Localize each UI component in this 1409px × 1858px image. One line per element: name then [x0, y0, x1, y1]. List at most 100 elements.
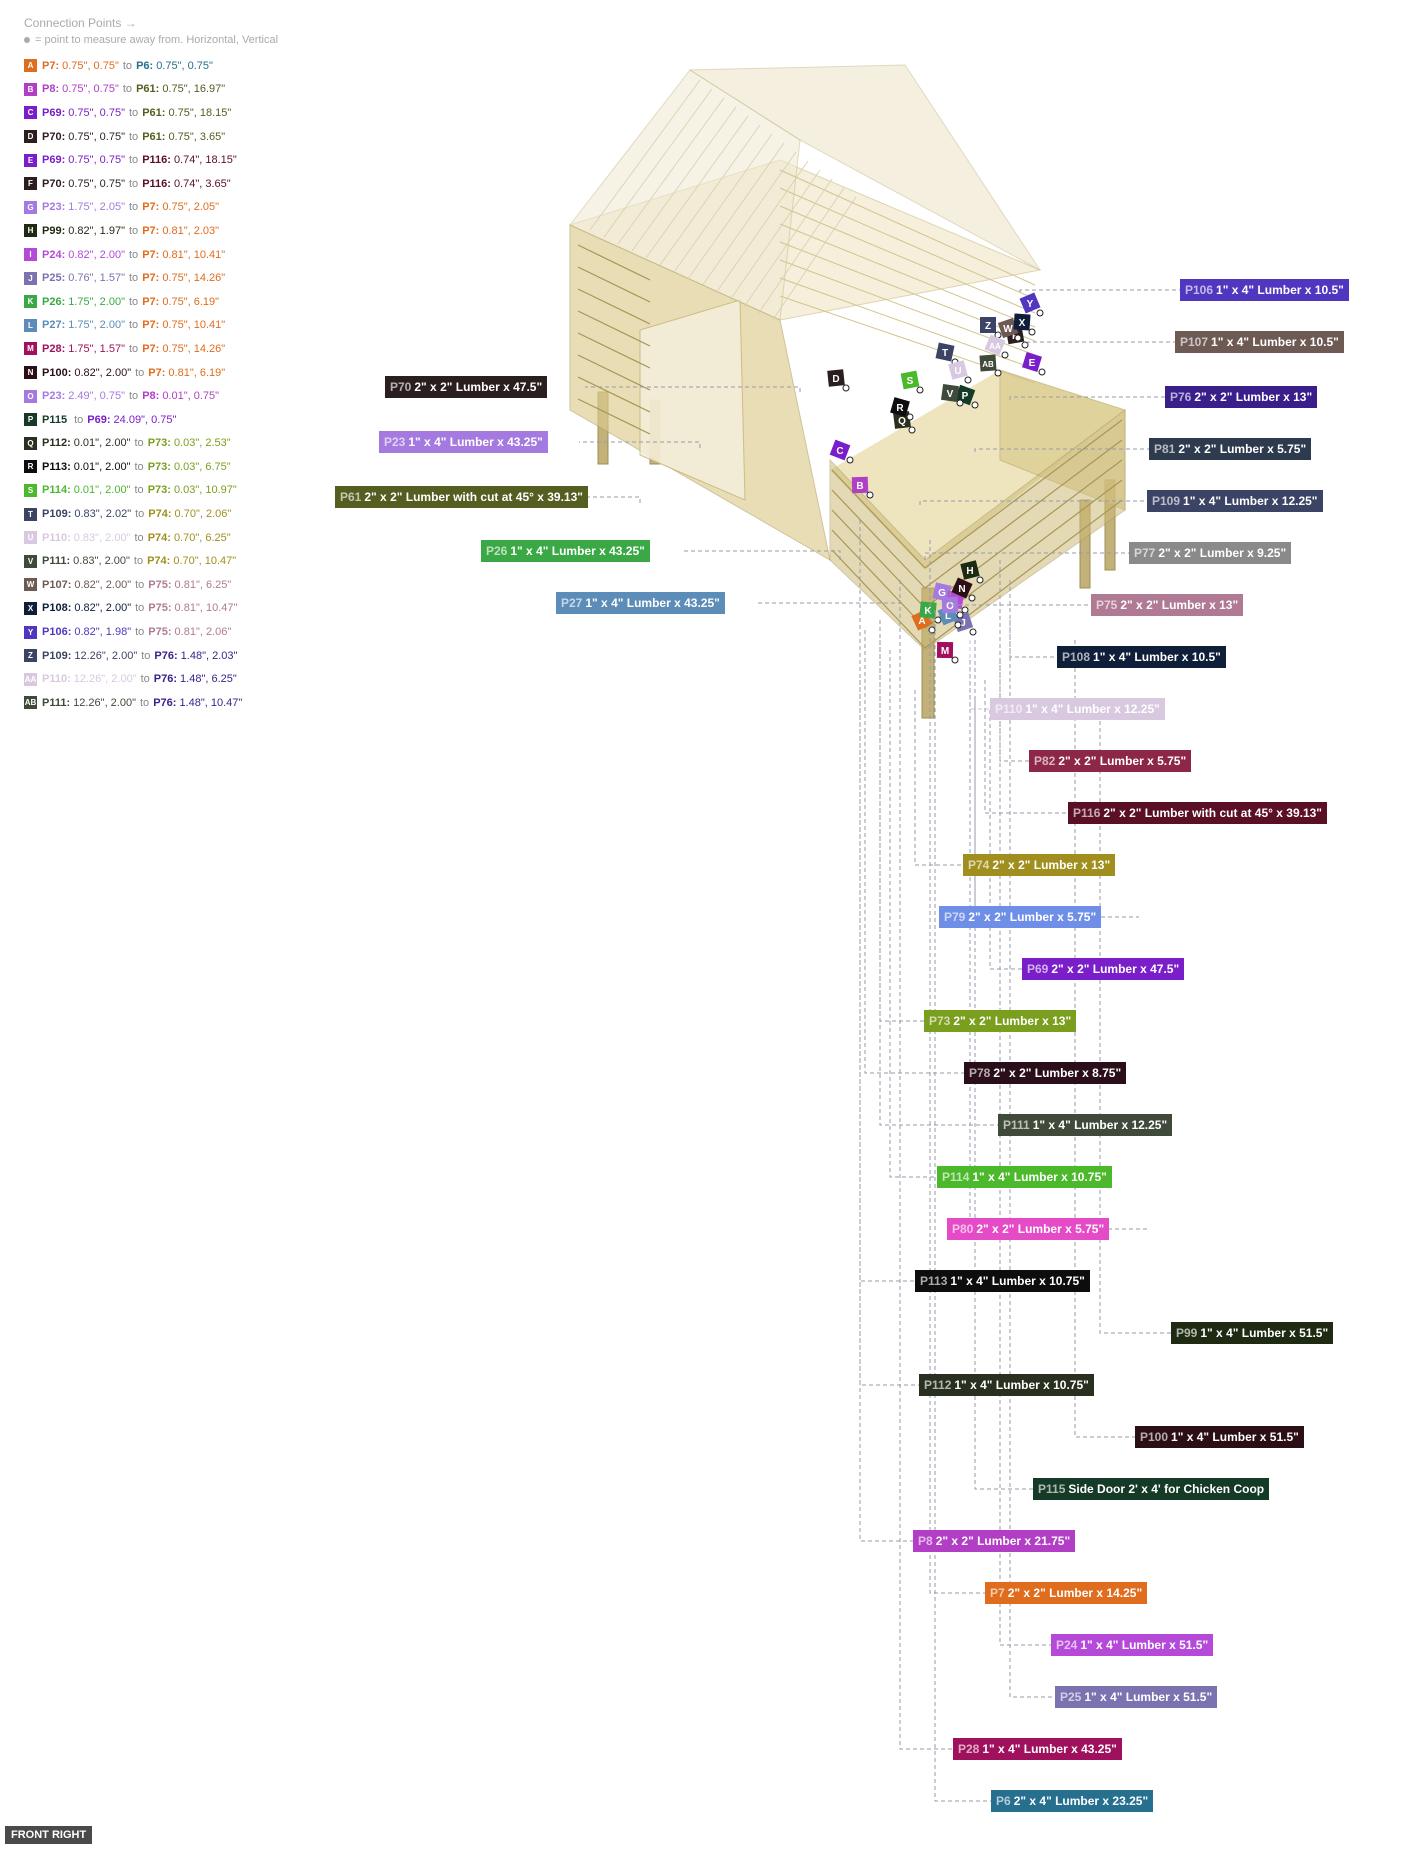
part-description: 2" x 2" Lumber x 5.75" [1178, 442, 1307, 456]
connection-marker-badge [960, 560, 980, 580]
legend-badge: O [24, 389, 37, 403]
connection-marker: B [851, 476, 874, 499]
connection-marker-badge [1019, 292, 1041, 314]
part-id: P78 [969, 1066, 991, 1080]
legend-from-part: P115 [42, 413, 68, 426]
legend-to-part: P75: [148, 602, 172, 615]
leader-line [914, 690, 963, 866]
connection-marker-letter: R [896, 403, 904, 414]
slat [779, 277, 1036, 370]
part-description: 1" x 4" Lumber x 51.5" [1084, 1690, 1213, 1704]
legend-from-value: 0.75", 0.75" [68, 154, 125, 167]
slat [577, 332, 651, 369]
slat [701, 151, 797, 287]
connection-marker-letter: D [832, 374, 839, 385]
slat [577, 266, 651, 303]
legend-from-part: P27: [42, 319, 66, 332]
connection-marker-badge [932, 582, 952, 602]
measure-point-dot-icon [24, 37, 30, 43]
leader-line [879, 620, 924, 1022]
part-id: P7 [990, 1586, 1005, 1600]
part-description: 2" x 2" Lumber x 13" [1194, 390, 1313, 404]
legend-to-word: to [135, 602, 145, 615]
legend-from-value: 12.26", 2.00" [74, 649, 138, 662]
slat [831, 469, 926, 569]
connection-marker-letter: AA [989, 342, 1001, 351]
part-id: P24 [1056, 1638, 1078, 1652]
legend-from-part: P70: [42, 177, 66, 190]
legend-badge: K [24, 295, 37, 309]
slat [729, 169, 821, 301]
part-id: P76 [1170, 390, 1192, 404]
slat [924, 439, 1123, 589]
legend-badge: F [24, 177, 37, 191]
part-description: 2" x 2" Lumber x 8.75" [993, 1066, 1122, 1080]
connection-marker-badge [940, 383, 960, 403]
connection-marker-letter: O [946, 601, 954, 612]
inner-panel [639, 299, 746, 501]
legend-to-word: to [134, 437, 144, 450]
measure-point-dot [1028, 328, 1036, 336]
part-id: P100 [1140, 1430, 1169, 1444]
slat [831, 529, 926, 629]
legend-to-word: to [135, 366, 145, 379]
legend-to-value: 0.74", 18.15" [173, 154, 237, 167]
connection-marker: AA [984, 334, 1009, 359]
slat [577, 376, 651, 413]
leader-line [924, 552, 1129, 560]
connection-marker-badge [919, 601, 937, 619]
legend-badge: P [24, 413, 37, 427]
connection-marker: Y [1019, 292, 1044, 317]
slat [577, 398, 651, 435]
part-description: 1" x 4" Lumber x 51.5" [1200, 1326, 1329, 1340]
measure-point-dot [842, 384, 850, 392]
legend-from-part: P110: [42, 531, 71, 544]
slat [831, 489, 926, 589]
part-id: P110 [995, 702, 1023, 716]
part-description: 2" x 2" Lumber x 5.75" [976, 1222, 1105, 1236]
part-description: 2" x 2" Lumber x 21.75" [935, 1534, 1071, 1548]
slat [577, 354, 651, 391]
leader-line [1009, 580, 1055, 1698]
legend-from-value: 1.75", 2.05" [68, 201, 125, 214]
leader-line [1074, 640, 1135, 1438]
slat [577, 244, 651, 281]
slat [831, 509, 926, 609]
legend-to-word: to [129, 106, 139, 119]
legend-to-part: P61: [136, 83, 160, 96]
slat [715, 160, 809, 294]
legend-to-part: P76: [153, 696, 177, 709]
legend-to-word: to [129, 272, 139, 285]
leader-line [969, 640, 990, 710]
connection-marker-badge [935, 342, 955, 362]
legend-to-value: 0.74", 3.65" [173, 177, 231, 190]
connection-marker-letter: B [856, 481, 863, 492]
legend-badge: S [24, 483, 37, 497]
measure-point-dot [964, 376, 972, 384]
legend-to-value: 0.03", 10.97" [173, 484, 237, 497]
connection-marker-letter: Q [898, 416, 906, 427]
legend-to-value: 0.75", 0.75" [156, 59, 213, 72]
part-id: P115 [1038, 1482, 1066, 1496]
part-id: P79 [944, 910, 966, 924]
legend-from-part: P28: [42, 342, 66, 355]
part-id: P74 [968, 858, 990, 872]
connection-marker: R [890, 397, 914, 421]
part-description: 2" x 2" Lumber x 13" [953, 1014, 1072, 1028]
legend-from-value: 0.75", 0.75" [62, 59, 119, 72]
part-description: 1" x 4" Lumber x 10.75" [972, 1170, 1107, 1184]
legend-to-part: P116: [142, 177, 171, 190]
